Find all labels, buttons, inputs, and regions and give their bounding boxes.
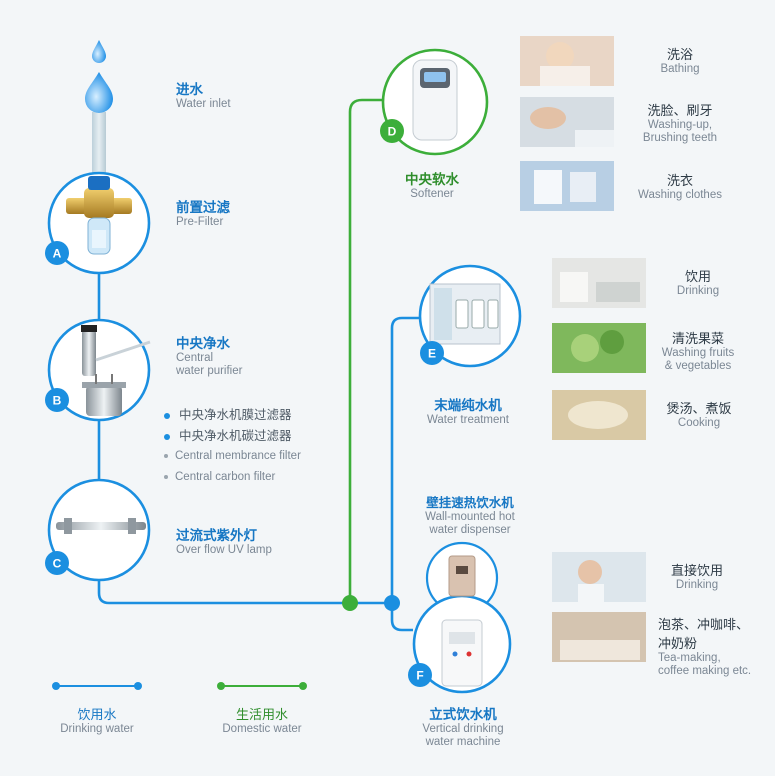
central-bullets: 中央净水机膜过滤器 中央净水机碳过滤器 Central membrance fi… [164, 404, 301, 488]
pre-filter-subtitle: Pre-Filter [176, 216, 224, 228]
vertical-dispenser-subtitle-1: Vertical drinking [422, 723, 504, 735]
uv-label: 过流式紫外灯 Over flow UV lamp [176, 524, 272, 557]
inlet-subtitle: Water inlet [176, 98, 231, 110]
badge-d: D [388, 125, 397, 139]
uv-lamp-illustration [56, 518, 146, 534]
pre-filter-title: 前置过滤 [176, 200, 230, 216]
softener-illustration [412, 59, 458, 141]
blue-riser-pipe [390, 316, 420, 632]
central-subtitle-2: water purifier [176, 365, 243, 377]
central-label: 中央净水 Central water purifier [176, 332, 242, 378]
inlet-pipe [92, 112, 106, 174]
bullet-cn-1: 中央净水机膜过滤器 [164, 404, 301, 425]
use-thumbnails [520, 36, 646, 662]
softener-title: 中央软水 [405, 172, 459, 188]
treatment-label: 末端纯水机 Water treatment [416, 394, 520, 427]
bullet-cn-2: 中央净水机碳过滤器 [164, 425, 301, 446]
badge-c: C [53, 557, 62, 571]
badge-f: F [416, 669, 423, 683]
vertical-dispenser-title: 立式饮水机 [429, 707, 497, 723]
wall-dispenser-subtitle-1: Wall-mounted hot [425, 511, 515, 523]
softener-label: 中央软水 Softener [392, 168, 472, 201]
uv-title: 过流式紫外灯 [176, 528, 257, 544]
treatment-title: 末端纯水机 [434, 398, 502, 414]
vertical-dispenser-illustration [441, 619, 483, 687]
blue-junction [384, 595, 400, 611]
wall-dispenser-title: 壁挂速热饮水机 [426, 495, 514, 510]
water-drop-large-icon [85, 72, 113, 113]
wall-dispenser-illustration [448, 555, 476, 597]
central-subtitle-1: Central [176, 352, 214, 364]
wall-dispenser-subtitle-2: water dispenser [429, 524, 511, 536]
tea-caption: 泡茶、冲咖啡、 冲奶粉 Tea-making, coffee making et… [658, 618, 752, 677]
green-junction [342, 595, 358, 611]
central-title: 中央净水 [176, 336, 230, 352]
inlet-title: 进水 [176, 82, 203, 98]
bullet-en-1: Central membrance filter [164, 446, 301, 467]
bullet-en-2: Central carbon filter [164, 467, 301, 488]
green-riser-pipe [348, 98, 384, 603]
badge-a: A [53, 247, 62, 261]
wall-dispenser-label: 壁挂速热饮水机 Wall-mounted hot water dispenser [412, 492, 528, 537]
badge-b: B [53, 394, 62, 408]
central-purifier-illustration [81, 325, 151, 416]
blue-main-pipe [97, 274, 392, 605]
vertical-dispenser-subtitle-2: water machine [425, 736, 501, 748]
vertical-dispenser-label: 立式饮水机 Vertical drinking water machine [408, 703, 518, 749]
softener-subtitle: Softener [410, 188, 454, 200]
treatment-subtitle: Water treatment [426, 414, 510, 426]
badge-e: E [428, 347, 436, 361]
uv-subtitle: Over flow UV lamp [176, 544, 272, 556]
water-treatment-illustration [429, 283, 501, 345]
pre-filter-illustration [66, 176, 132, 255]
inlet-label: 进水 Water inlet [176, 78, 231, 111]
water-drop-small-icon [92, 40, 106, 63]
pre-filter-label: 前置过滤 Pre-Filter [176, 196, 230, 229]
legend-drinking: 饮用水 Drinking water [60, 708, 134, 735]
legend-domestic: 生活用水 Domestic water [222, 708, 302, 735]
